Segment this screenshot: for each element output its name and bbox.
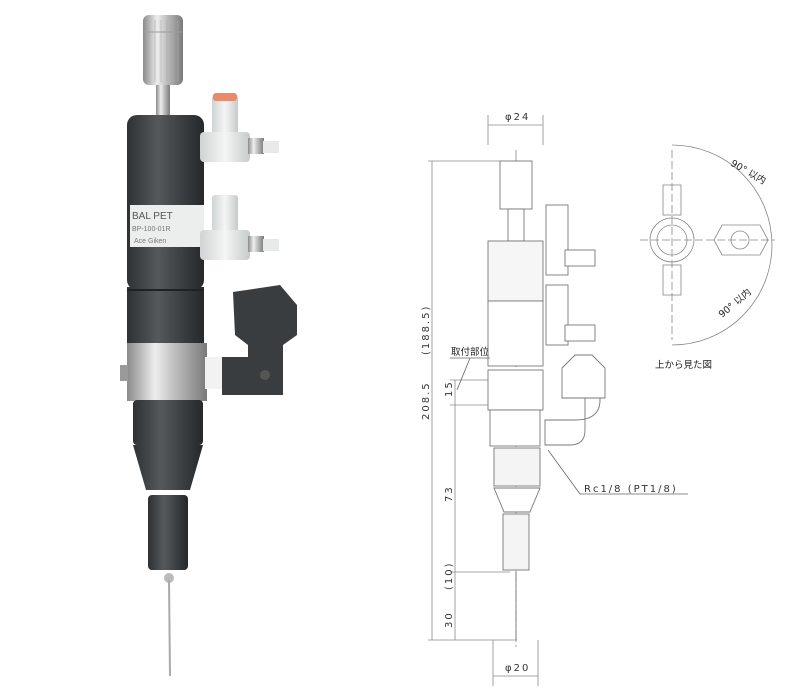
label-model: BP-100-01R	[132, 226, 171, 233]
dim-mount-length: 15	[444, 380, 455, 397]
needle-holder	[148, 495, 188, 570]
mount-position-label: 取付部位	[451, 346, 490, 358]
top-view	[640, 144, 775, 346]
material-inlet-elbow	[205, 285, 297, 395]
dim-body-length: (188.5)	[421, 305, 432, 355]
angle-lower-label: 90° 以内	[716, 286, 753, 320]
dim-tip-ref: (10)	[444, 561, 455, 590]
air-fitting-upper	[200, 93, 279, 162]
dim-bottom-diameter: φ20	[505, 663, 530, 674]
side-view	[487, 160, 606, 640]
product-photo: BAL PET BP-100-01R Ace Giken	[120, 15, 297, 677]
top-view-label: 上から見た図	[655, 360, 712, 371]
air-fitting-lower	[200, 195, 279, 260]
label-maker: Ace Giken	[134, 238, 166, 245]
dim-lower-length: 73	[444, 485, 455, 502]
technical-drawing: φ24 φ20 208.5 (188.5) 15 73 (10) 30 取付部位…	[421, 112, 775, 686]
upper-body	[127, 115, 204, 290]
dim-total-length: 208.5	[421, 381, 432, 420]
needle	[168, 579, 171, 677]
dim-top-diameter: φ24	[505, 112, 530, 123]
angle-upper-label: 90° 以内	[729, 157, 769, 187]
mounting-collar	[127, 343, 207, 401]
thread-label: Rc1/8 (PT1/8)	[584, 484, 678, 495]
dim-needle-length: 30	[444, 611, 455, 628]
label-brand: BAL PET	[132, 211, 173, 222]
product-label: BAL PET BP-100-01R Ace Giken	[130, 205, 204, 247]
adjustment-knob	[143, 15, 183, 117]
